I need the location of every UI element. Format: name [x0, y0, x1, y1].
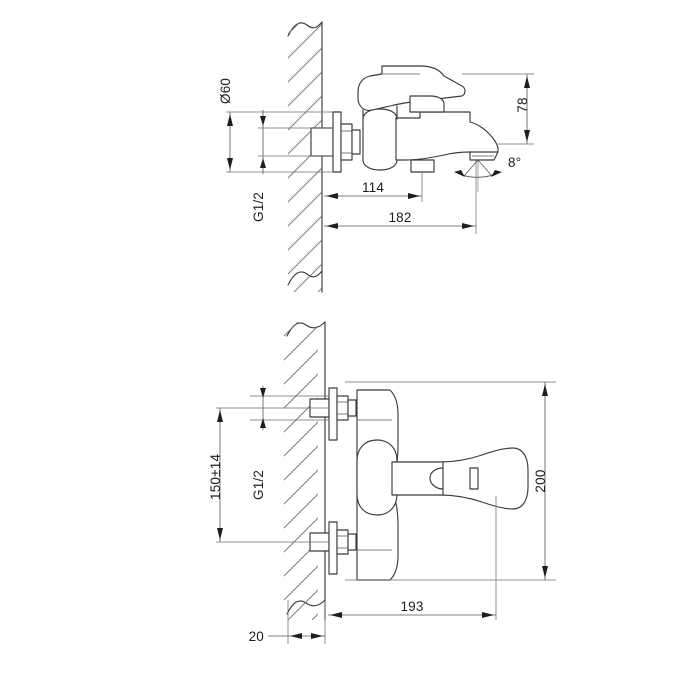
arrow-193-left [330, 612, 342, 618]
inlet-collar [351, 129, 361, 155]
cartridge-housing [362, 108, 398, 171]
arrow-g12-top-up [260, 116, 266, 126]
arrow-angle-left [454, 170, 465, 177]
spout-tip-underside [469, 151, 499, 161]
dim-label-depth-114: 114 [362, 180, 384, 195]
dimension-height-78: 78 [462, 73, 534, 145]
lever-ring-detail [469, 467, 479, 490]
angle-leader-left [463, 159, 479, 177]
arrow-150-top [217, 410, 223, 422]
diverter-knob [410, 159, 435, 173]
hex-nut-top [336, 395, 349, 421]
arrow-114-left [326, 193, 338, 199]
inlet-pipe-stub [310, 127, 334, 157]
wall-break-line-bottom-lower [286, 599, 326, 615]
arrow-d60-top [227, 114, 233, 126]
body-and-spout-profile [395, 111, 499, 161]
dim-label-wall-20: 20 [249, 629, 264, 644]
view-front-elevation: 150±14 G1/2 200 193 [208, 321, 556, 644]
arrow-182-left [326, 223, 338, 229]
escutcheon-flange-top [328, 387, 338, 441]
handle-riser [362, 105, 398, 120]
arrow-20-right [311, 633, 323, 639]
escutcheon-flange [332, 111, 342, 173]
arrow-150-bottom [217, 528, 223, 540]
lever-pivot-detail [429, 467, 444, 490]
arrow-193-right [482, 612, 494, 618]
angle-leader-right [477, 159, 493, 177]
dimension-height-200: 200 [533, 382, 548, 580]
escutcheon-flange-bottom [328, 521, 338, 575]
dimension-thread-g12-bottom: G1/2 [251, 386, 266, 500]
dimension-depth-114: 114 [324, 172, 423, 202]
cartridge-dome-left [356, 439, 398, 516]
dim-label-angle-8: 8° [508, 155, 521, 170]
lever-handle-front [409, 95, 445, 113]
dimension-centers-150: 150±14 [208, 408, 223, 542]
wall-hatching-lower [284, 322, 318, 620]
arrow-78-bottom [524, 130, 530, 142]
wall-hatching-upper [288, 22, 322, 292]
dim-label-width-193: 193 [400, 599, 423, 614]
extension-lines-side-inlet [226, 111, 333, 173]
arrow-200-bottom [542, 566, 548, 578]
mixer-body-side [357, 65, 499, 173]
arrow-g12-bottom-up [260, 388, 266, 398]
arrow-g12-bottom-down [260, 418, 266, 428]
dim-label-depth-182: 182 [388, 210, 411, 225]
wall-break-line-top [287, 21, 323, 37]
mixer-body-front [356, 389, 529, 581]
dim-label-centers-150: 150±14 [208, 454, 223, 500]
dimension-wall-20: 20 [249, 600, 326, 644]
wall-section-lower [284, 321, 326, 621]
hex-nut-side [340, 123, 353, 161]
dimension-diameter-60: Ø60 [218, 78, 233, 172]
dim-label-height-200: 200 [533, 469, 548, 492]
dim-label-thread-g12-bottom: G1/2 [251, 470, 266, 500]
arrow-angle-right [491, 170, 502, 177]
dim-label-height-78: 78 [515, 97, 530, 112]
arrow-g12-top-down [260, 158, 266, 168]
arrow-200-top [542, 384, 548, 396]
arrow-20-left [290, 633, 302, 639]
inlet-collar-top [347, 399, 357, 417]
wall-break-line-bottom-upper [287, 270, 323, 286]
dimension-thread-g12-top: G1/2 [251, 110, 266, 222]
arrow-d60-bottom [227, 158, 233, 170]
dimension-angle-8: 8° [454, 155, 521, 192]
inlet-collar-bottom [347, 533, 357, 551]
dim-label-diameter-60: Ø60 [218, 78, 233, 104]
wall-section-upper [287, 21, 323, 293]
arrow-182-right [462, 223, 474, 229]
inlet-connection-side [310, 111, 361, 173]
arrow-78-top [524, 76, 530, 88]
lever-handle-upper [357, 65, 466, 111]
arrow-114-right [408, 193, 420, 199]
view-side-elevation: Ø60 G1/2 114 182 [218, 21, 534, 293]
lever-handle-horizontal [391, 447, 529, 510]
dimension-depth-182: 182 [324, 160, 477, 234]
hex-nut-bottom [336, 529, 349, 555]
dim-label-thread-g12-top: G1/2 [251, 192, 266, 222]
dimension-width-193: 193 [328, 496, 497, 620]
